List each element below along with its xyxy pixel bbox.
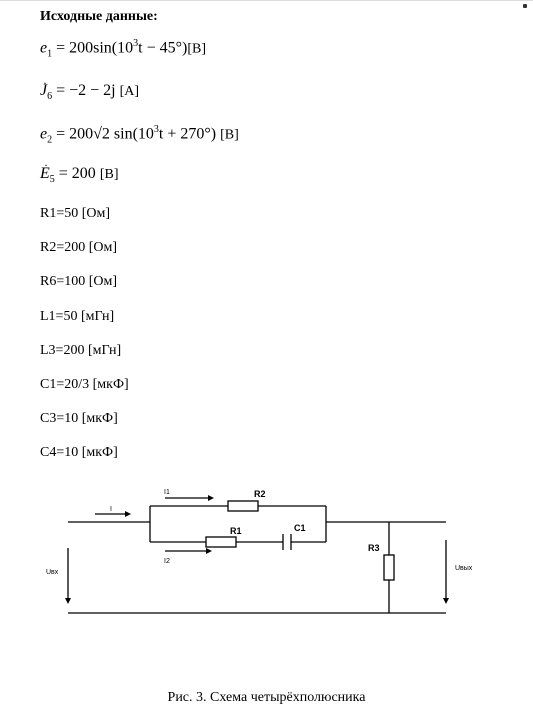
- label-r1: R1: [230, 526, 242, 536]
- label-uout: Uвых: [455, 565, 473, 572]
- formula-j6-eq: = −2 − 2j: [52, 82, 116, 99]
- resistor-r3: [383, 554, 395, 581]
- formula-e2-sup: 3: [153, 124, 159, 135]
- label-i: I: [110, 506, 112, 513]
- formula-e5-unit: [В]: [99, 167, 119, 182]
- formula-e2-unit: [В]: [220, 127, 239, 143]
- resistor-r1: [205, 536, 237, 548]
- formula-e5-var: E: [40, 165, 50, 182]
- param-r1: R1=50 [Ом]: [40, 206, 111, 221]
- arrow-i1-head: [208, 495, 214, 501]
- formula-e5-sub: 5: [49, 174, 55, 186]
- arrow-i-head: [125, 511, 131, 517]
- label-uin: Uвх: [46, 569, 59, 576]
- formula-e1-sup: 3: [133, 38, 139, 49]
- formula-j6-dot: ·: [43, 76, 47, 90]
- param-l1: L1=50 [мГн]: [40, 309, 115, 324]
- label-i2: I2: [164, 558, 170, 565]
- formula-e1-sub: 1: [47, 48, 53, 60]
- param-l3: L3=200 [мГн]: [40, 343, 122, 358]
- param-c3: C3=10 [мкФ]: [40, 411, 118, 426]
- formula-j6-sub: 6: [47, 91, 53, 103]
- label-r3: R3: [368, 543, 380, 553]
- label-i1: I1: [164, 489, 170, 496]
- figure-caption: Рис. 3. Схема четырёхполюсника: [167, 690, 366, 705]
- formula-e1-unit: [В]: [187, 41, 207, 57]
- formula-j6-unit: [А]: [119, 84, 140, 99]
- formula-e2-eq: = 200√2 sin(10: [52, 125, 154, 143]
- section-heading: Исходные данные:: [40, 9, 158, 24]
- formula-e1-var: e: [40, 39, 48, 57]
- formula-e1-tail: t − 45°): [138, 39, 188, 57]
- arrow-uout-head: [443, 598, 449, 604]
- formula-e5-eq: = 200: [54, 165, 96, 182]
- formula-e2-var: e: [40, 125, 48, 143]
- formula-e1: e1 = 200sin(103t − 45°)[В]: [40, 38, 206, 60]
- param-c1: C1=20/3 [мкФ]: [40, 377, 129, 392]
- arrow-uin-head: [65, 598, 71, 604]
- label-r2: R2: [254, 489, 266, 499]
- param-r6: R6=100 [Ом]: [40, 274, 118, 289]
- formula-e2-sub: 2: [47, 134, 53, 146]
- formula-e1-eq: = 200sin(10: [52, 39, 134, 57]
- param-r2: R2=200 [Ом]: [40, 240, 118, 255]
- label-c1: C1: [294, 523, 306, 533]
- resistor-r2: [227, 500, 259, 512]
- circuit-diagram: I I1 I2 Uвх Uвых R2 R1 C1 R3: [46, 489, 473, 614]
- formula-j6: · J 6 = −2 − 2j [А]: [40, 76, 140, 103]
- page-top-border: [0, 0, 533, 8]
- arrow-i2-head: [206, 548, 212, 554]
- formula-e2: e2 = 200√2 sin(103t + 270°) [В]: [40, 124, 239, 146]
- page-corner-marker: [523, 4, 527, 8]
- formula-e5-dot: ·: [44, 158, 48, 172]
- formula-e2-tail: t + 270°): [158, 125, 217, 143]
- param-c4: C4=10 [мкФ]: [40, 445, 118, 460]
- formula-j6-var: J: [40, 82, 48, 99]
- formula-e5: · E 5 = 200 [В]: [40, 158, 119, 186]
